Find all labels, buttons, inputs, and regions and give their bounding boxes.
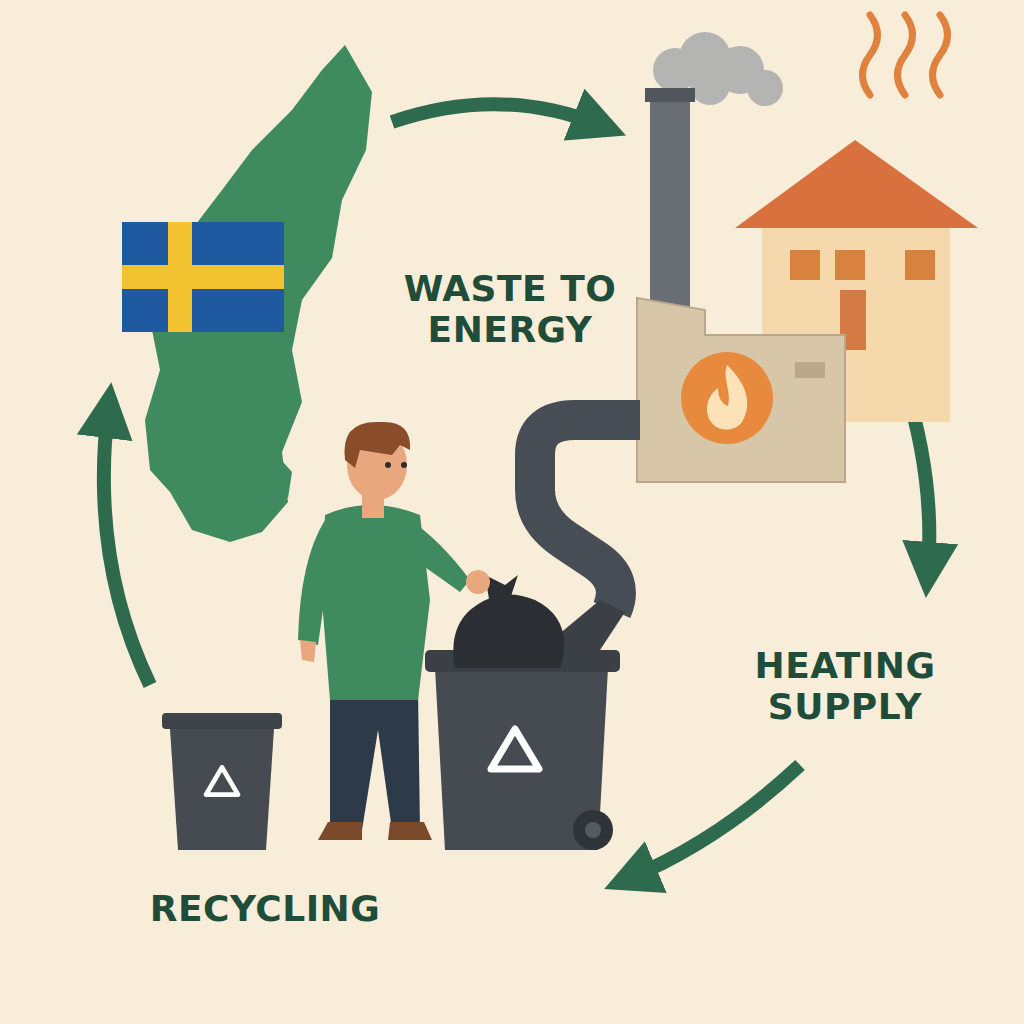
- pipe: [535, 420, 640, 610]
- swedish-flag: [122, 222, 284, 332]
- person: [298, 422, 490, 840]
- heat-waves: [863, 15, 948, 95]
- chimney: [650, 88, 690, 318]
- process-label: WASTE TO ENERGY: [385, 268, 635, 351]
- process-label: RECYCLING: [130, 888, 400, 929]
- chimney-top: [645, 88, 695, 102]
- incinerator: [637, 298, 845, 482]
- small-recycling-bin: [162, 713, 282, 850]
- process-label: HEATING SUPPLY: [735, 645, 955, 728]
